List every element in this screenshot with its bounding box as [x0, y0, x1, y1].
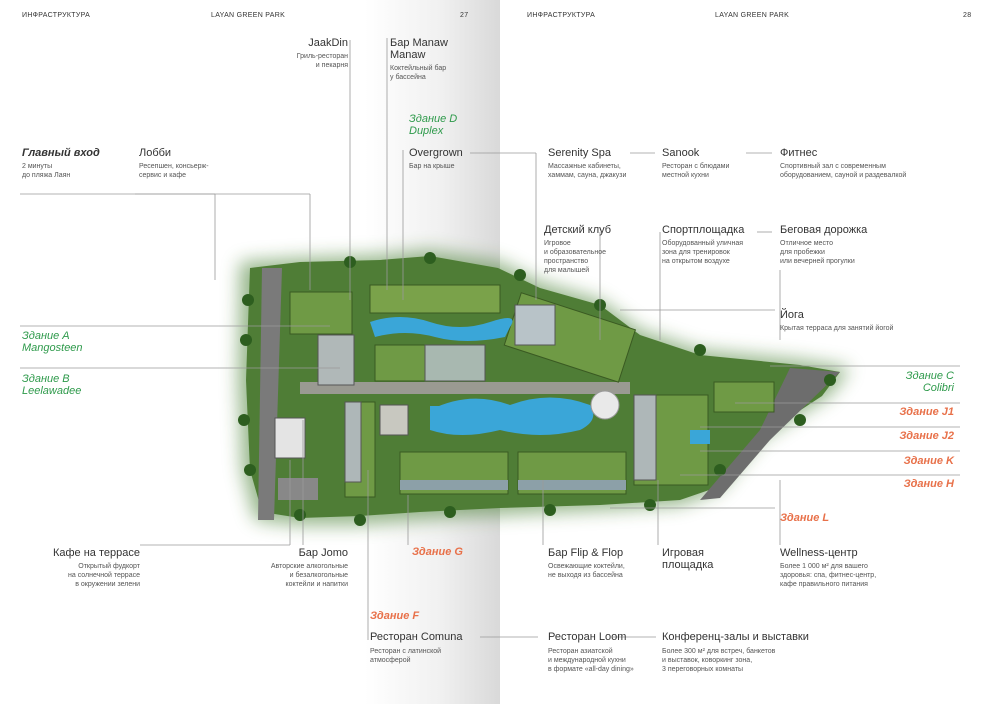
yoga-title: Йога: [780, 309, 804, 321]
bar-flip-flop-title: Бар Flip & Flop: [548, 547, 624, 559]
sport-ground-desc: Оборудованный уличная зона для тренирово…: [662, 240, 744, 265]
kids-club-desc: Игровое и образовательное пространство д…: [544, 240, 607, 274]
fitness-title: Фитнес: [780, 147, 818, 159]
overgrown-title: Overgrown: [409, 147, 463, 159]
building-b-label: Здание B Leelawadee: [22, 373, 82, 397]
building-l-label: Здание L: [780, 512, 830, 524]
page-number-left: 27: [460, 12, 469, 19]
header-section-left: ИНФРАСТРУКТУРА: [22, 12, 91, 19]
comuna-desc: Ресторан с латинской атмосферой: [370, 648, 442, 664]
jaakdin-desc: Гриль-ресторан и пекарня: [296, 53, 348, 69]
building-a-label: Здание A Mangosteen: [22, 330, 83, 354]
running-track-title: Беговая дорожка: [780, 224, 868, 236]
page-number-right: 28: [963, 12, 972, 19]
running-track-desc: Отличное место для пробежки или вечерней…: [780, 240, 855, 265]
loom-desc: Ресторан азиатской и международной кухни…: [548, 648, 634, 673]
sanook-title: Sanook: [662, 147, 700, 159]
terrace-cafe-desc: Открытый фудкорт на солнечной террасе в …: [68, 563, 140, 588]
header-title-right: LAYAN GREEN PARK: [715, 12, 790, 19]
conference-title: Конференц-залы и выставки: [662, 631, 809, 643]
header-title-left: LAYAN GREEN PARK: [211, 12, 286, 19]
jaakdin-title: JaakDin: [308, 37, 348, 49]
building-d-label: Здание D Duplex: [409, 113, 458, 137]
sport-ground-title: Спортплощадка: [662, 224, 745, 236]
lobby-desc: Ресепшен, консьерж- сервис и кафе: [139, 163, 209, 179]
sanook-desc: Ресторан с блюдами местной кухни: [662, 163, 730, 179]
header-section-right: ИНФРАСТРУКТУРА: [527, 12, 596, 19]
building-g-label: Здание G: [412, 546, 463, 558]
wellness-title: Wellness-центр: [780, 547, 858, 559]
bar-jomo-title: Бар Jomo: [298, 547, 348, 559]
comuna-title: Ресторан Comuna: [370, 631, 463, 643]
building-f-label: Здание F: [370, 610, 420, 622]
bar-jomo-desc: Авторские алкогольные и безалкогольные к…: [270, 563, 348, 588]
serenity-spa-title: Serenity Spa: [548, 147, 611, 159]
wellness-desc: Более 1 000 м² для вашего здоровья: спа,…: [780, 563, 877, 588]
bar-manaw-desc: Коктейльный бар у бассейна: [390, 65, 447, 81]
bar-manaw-title: Бар Manaw Manaw: [390, 37, 448, 61]
building-j2-label: Здание J2: [899, 430, 954, 442]
building-h-label: Здание H: [903, 478, 954, 490]
yoga-desc: Крытая терраса для занятий йогой: [780, 325, 894, 332]
serenity-spa-desc: Массажные кабинеты, хаммам, сауна, джаку…: [548, 163, 627, 179]
conference-desc: Более 300 м² для встреч, банкетов и выст…: [662, 648, 776, 673]
lobby-title: Лобби: [139, 147, 172, 159]
building-k-label: Здание K: [903, 455, 954, 467]
playground-title: Игровая площадка: [662, 547, 714, 571]
main-entrance-desc: 2 минуты до пляжа Лаян: [22, 163, 71, 179]
loom-title: Ресторан Loom: [548, 631, 627, 643]
kids-club-title: Детский клуб: [544, 224, 612, 236]
terrace-cafe-title: Кафе на террасе: [52, 547, 140, 559]
bar-flip-flop-desc: Освежающие коктейли, не выходя из бассей…: [548, 563, 625, 579]
overgrown-desc: Бар на крыше: [409, 163, 455, 170]
building-c-label: Здание C Colibri: [905, 370, 954, 394]
fitness-desc: Спортивный зал с современным оборудовани…: [780, 163, 907, 179]
main-entrance-title: Главный вход: [22, 147, 100, 159]
building-j1-label: Здание J1: [899, 406, 954, 418]
